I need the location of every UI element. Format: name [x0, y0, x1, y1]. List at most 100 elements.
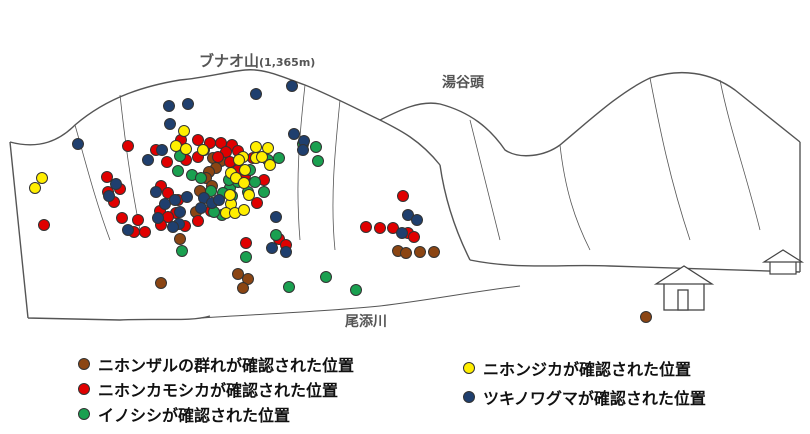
peak-elevation: (1,365m) [259, 56, 316, 69]
sighting-serow [38, 219, 50, 231]
sighting-bear [181, 191, 193, 203]
legend-dot-monkey [78, 358, 90, 370]
sighting-boar [312, 155, 324, 167]
sighting-deer [264, 159, 276, 171]
sighting-bear [250, 88, 262, 100]
sighting-bear [110, 178, 122, 190]
sighting-bear [213, 194, 225, 206]
sighting-serow [139, 226, 151, 238]
legend-dot-serow [78, 383, 90, 395]
sighting-bear [169, 194, 181, 206]
sighting-bear [150, 186, 162, 198]
sighting-deer [262, 142, 274, 154]
sighting-bear [396, 227, 408, 239]
sighting-boar [310, 141, 322, 153]
sighting-bear [402, 209, 414, 221]
sighting-boar [249, 176, 261, 188]
legend-label: ニホンカモシカが確認された位置 [98, 381, 339, 400]
sighting-serow [251, 197, 263, 209]
sighting-serow [101, 171, 113, 183]
sighting-serow [116, 212, 128, 224]
sighting-deer [243, 189, 255, 201]
sighting-bear [266, 242, 278, 254]
river-label: 尾添川 [345, 314, 387, 330]
sighting-monkey [400, 247, 412, 259]
sighting-bear [286, 80, 298, 92]
sighting-bear [122, 224, 134, 236]
sighting-boar [270, 229, 282, 241]
sighting-bear [159, 198, 171, 210]
house-icon [761, 249, 805, 275]
legend-dot-bear [463, 391, 475, 403]
legend-item-monkey: ニホンザルの群れが確認された位置 [78, 352, 354, 376]
sighting-bear [72, 138, 84, 150]
legend-label: ツキノワグマが確認された位置 [483, 389, 706, 408]
sighting-serow [387, 222, 399, 234]
sighting-monkey [155, 277, 167, 289]
sighting-boar [240, 251, 252, 263]
legend-item-boar: イノシシが確認された位置 [78, 402, 290, 426]
sighting-monkey [640, 311, 652, 323]
sighting-monkey [174, 233, 186, 245]
sighting-serow [240, 237, 252, 249]
sighting-serow [192, 215, 204, 227]
sighting-serow [161, 156, 173, 168]
sighting-deer [180, 143, 192, 155]
sighting-serow [360, 221, 372, 233]
sighting-deer [170, 140, 182, 152]
legend-label: ニホンザルの群れが確認された位置 [98, 356, 355, 375]
sighting-deer [178, 125, 190, 137]
sighting-bear [182, 98, 194, 110]
sighting-monkey [237, 282, 249, 294]
sighting-bear [103, 190, 115, 202]
sighting-deer [239, 164, 251, 176]
sighting-deer [36, 172, 48, 184]
sighting-bear [167, 221, 179, 233]
legend-item-serow: ニホンカモシカが確認された位置 [78, 377, 338, 401]
sighting-boar [258, 186, 270, 198]
mountain-outline [9, 69, 801, 321]
sighting-boar [320, 271, 332, 283]
sighting-boar [283, 281, 295, 293]
sighting-monkey [232, 268, 244, 280]
sighting-bear [297, 144, 309, 156]
sighting-boar [273, 152, 285, 164]
sighting-bear [152, 212, 164, 224]
sighting-boar [172, 165, 184, 177]
sighting-deer [238, 177, 250, 189]
sighting-boar [176, 245, 188, 257]
sighting-deer [233, 154, 245, 166]
legend-dot-deer [463, 362, 475, 374]
sighting-serow [122, 140, 134, 152]
sighting-deer [224, 189, 236, 201]
sighting-serow [374, 222, 386, 234]
sighting-bear [156, 144, 168, 156]
sighting-bear [411, 214, 423, 226]
legend-dot-boar [78, 408, 90, 420]
house-icon [653, 265, 715, 311]
sighting-bear [195, 202, 207, 214]
sighting-serow [162, 187, 174, 199]
sighting-deer [238, 204, 250, 216]
sighting-serow [212, 151, 224, 163]
sighting-boar [195, 172, 207, 184]
sighting-boar [350, 284, 362, 296]
secondary-peak-label: 湯谷頭 [442, 75, 484, 91]
legend-item-bear: ツキノワグマが確認された位置 [463, 385, 706, 409]
sighting-bear [174, 206, 186, 218]
sighting-deer [250, 141, 262, 153]
sighting-monkey [428, 246, 440, 258]
sighting-bear [163, 100, 175, 112]
sighting-monkey [242, 273, 254, 285]
sighting-serow [132, 214, 144, 226]
sighting-deer [197, 144, 209, 156]
legend-item-deer: ニホンジカが確認された位置 [463, 356, 691, 380]
sighting-deer [256, 151, 268, 163]
peak-name: ブナオ山 [199, 52, 260, 70]
sighting-bear [270, 211, 282, 223]
sighting-markers [29, 80, 652, 323]
sighting-bear [164, 118, 176, 130]
sighting-serow [397, 190, 409, 202]
sighting-boar [205, 185, 217, 197]
